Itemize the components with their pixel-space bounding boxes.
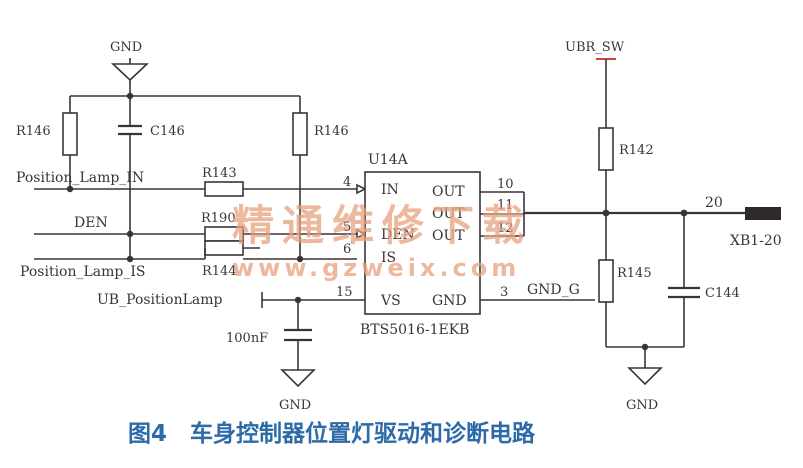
label-r145: R145 [617, 266, 652, 281]
watermark-cn: 精通维修下载 [232, 201, 532, 250]
gnd-label-top: GND [110, 40, 142, 55]
resistor-r143 [204, 181, 244, 197]
connector-pin-num: 20 [705, 195, 723, 211]
label-r146-right: R146 [314, 124, 349, 139]
pin-num-gnd: 3 [500, 285, 508, 300]
pin-name-out2: OUT [432, 206, 465, 222]
pin-num-is: 6 [343, 242, 351, 257]
pin-num-in: 4 [343, 175, 351, 190]
net-position-lamp-is: Position_Lamp_IS [20, 264, 146, 280]
gnd-symbol-right [627, 367, 663, 386]
ic-u14a [364, 171, 481, 315]
label-100nf: 100nF [226, 331, 268, 346]
gnd-label-right: GND [626, 398, 658, 413]
pin-name-is: IS [381, 250, 396, 266]
label-r190: R190 [201, 211, 236, 226]
pin-name-gnd: GND [432, 293, 467, 309]
watermark-url: www.gzweix.com [232, 254, 520, 282]
net-gnd-g: GND_G [527, 282, 580, 298]
pin-num-out3: 12 [497, 221, 514, 236]
net-den: DEN [74, 215, 108, 231]
label-r143: R143 [202, 166, 237, 181]
resistor-r145 [598, 259, 614, 303]
gnd-label-cap: GND [279, 398, 311, 413]
gnd-symbol-top [110, 58, 150, 96]
ic-ref: U14A [368, 152, 409, 168]
pin-num-vs: 15 [336, 285, 353, 300]
pin-name-out3: OUT [432, 228, 465, 244]
label-c146: C146 [150, 124, 185, 139]
pin-num-out2: 11 [497, 198, 514, 213]
connector-label: XB1-20 [730, 233, 782, 249]
input-arrow-den [356, 228, 367, 240]
net-ubr-sw: UBR_SW [565, 40, 625, 55]
pin-name-in: IN [381, 182, 399, 198]
resistor-r146-right [292, 112, 308, 156]
net-ub-position-lamp: UB_PositionLamp [97, 292, 222, 308]
input-arrow-in [356, 183, 367, 195]
connector-xb1-20 [745, 207, 781, 220]
pin-name-vs: VS [380, 293, 401, 309]
figure-caption: 图4 车身控制器位置灯驱动和诊断电路 [128, 420, 536, 447]
pin-name-out1: OUT [432, 184, 465, 200]
resistor-r146-left [62, 112, 78, 156]
gnd-symbol-cap [280, 369, 316, 388]
label-r142: R142 [619, 143, 654, 158]
resistor-r142 [598, 127, 614, 171]
label-r144: R144 [202, 264, 237, 279]
ic-part: BTS5016-1EKB [360, 322, 469, 338]
pin-num-out1: 10 [497, 177, 514, 192]
pin-name-den: DEN [381, 227, 415, 243]
label-c144: C144 [705, 286, 740, 301]
label-r146-left: R146 [16, 124, 51, 139]
net-position-lamp-in: Position_Lamp_IN [16, 170, 144, 186]
pin-num-den: 5 [343, 220, 351, 235]
